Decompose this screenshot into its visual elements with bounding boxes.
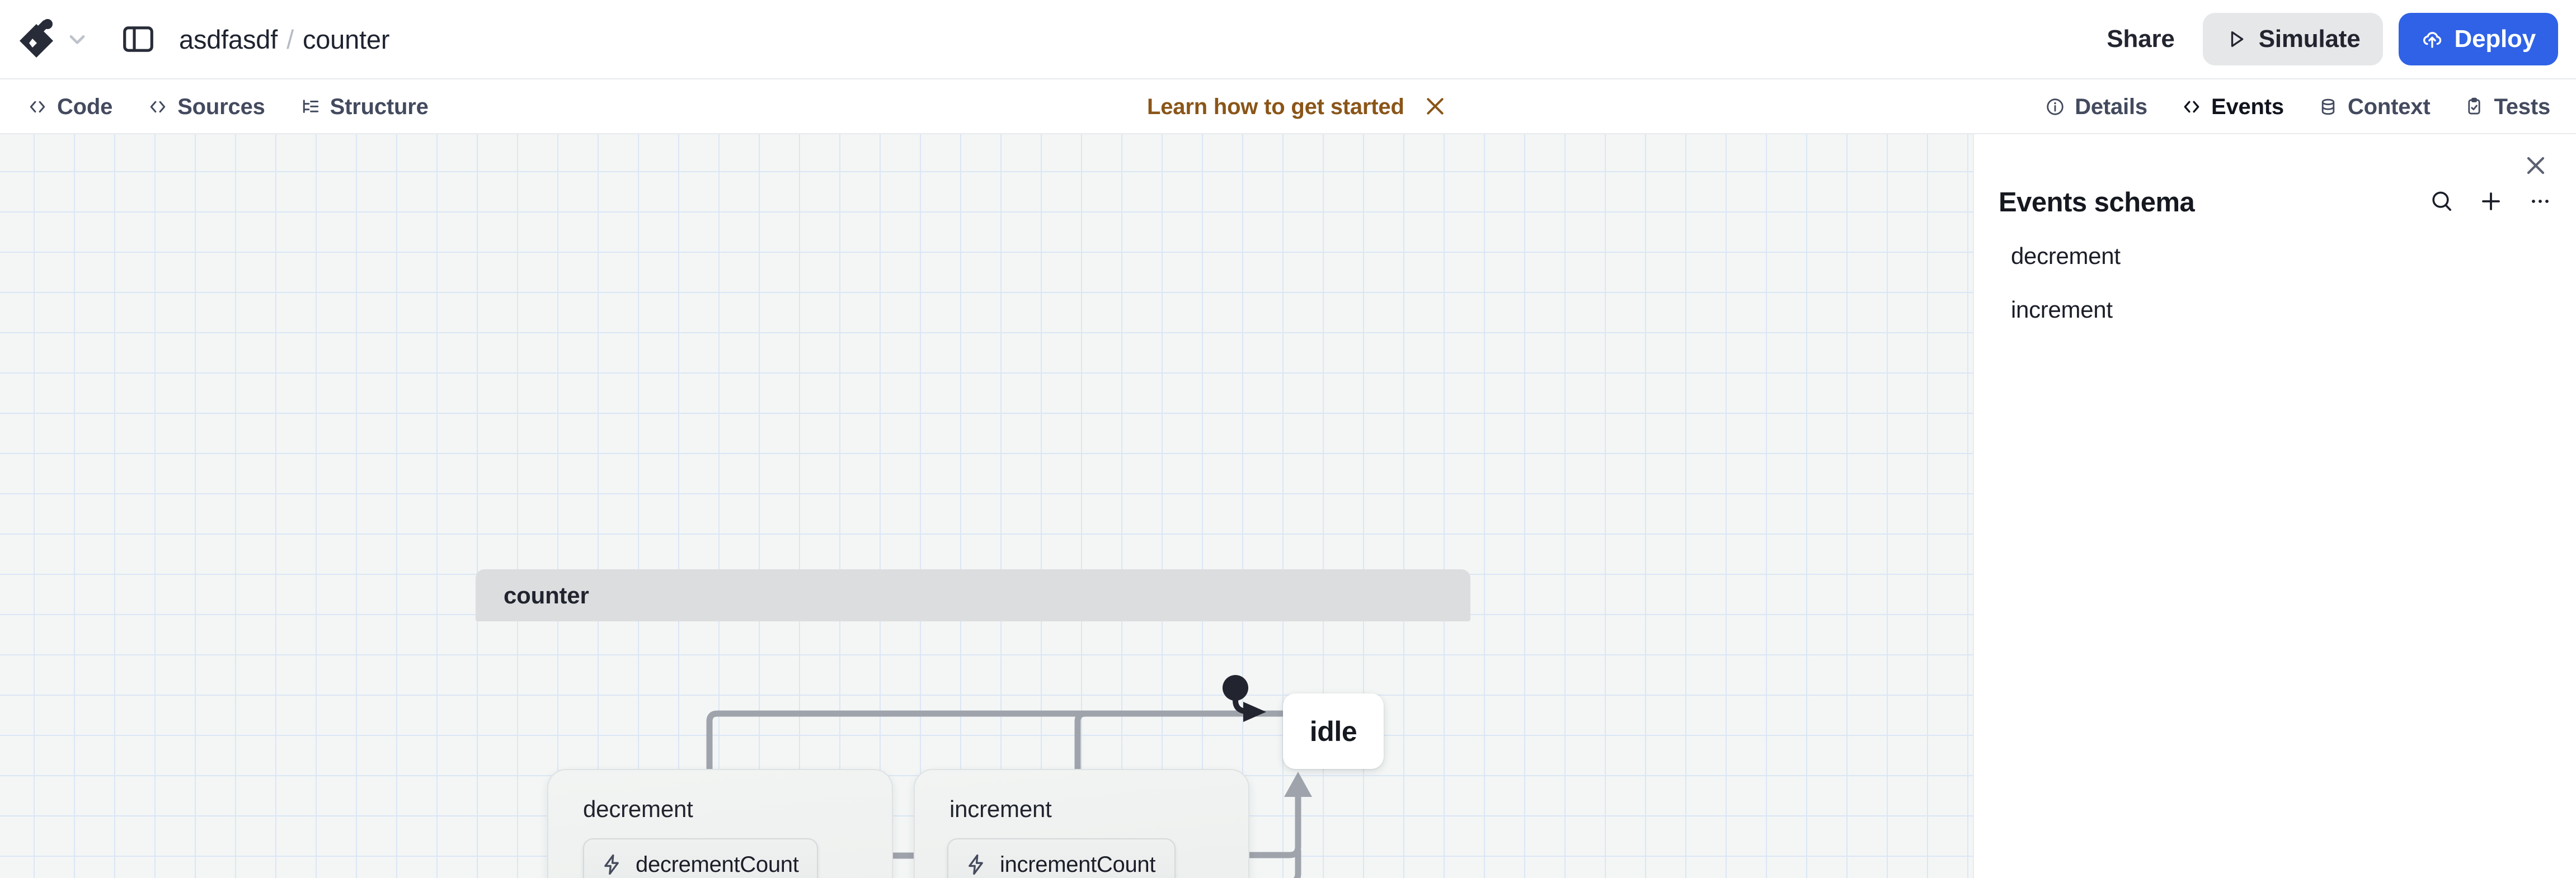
statechart-canvas[interactable]: counter idle decrement decrementCount Ne… <box>0 134 1973 878</box>
tab-tests-label: Tests <box>2494 94 2550 119</box>
get-started-link[interactable]: Learn how to get started <box>1147 94 1404 119</box>
breadcrumb: asdfasdf / counter <box>179 24 390 55</box>
events-panel-title: Events schema <box>1999 187 2195 218</box>
events-panel-close-button[interactable] <box>2517 147 2555 186</box>
events-more-button[interactable] <box>2525 186 2556 219</box>
tab-details-label: Details <box>2075 94 2147 119</box>
code-brackets-icon <box>2184 101 2199 113</box>
lightning-bolt-icon <box>604 854 619 875</box>
app-header: asdfasdf / counter Share Simulate Deploy <box>0 0 2576 79</box>
edge-increment-to-idle <box>1074 710 1283 770</box>
event-list-item-label: increment <box>2011 296 2113 323</box>
clipboard-check-icon <box>2468 97 2481 115</box>
database-icon <box>2321 98 2335 115</box>
state-node-decrement-label: decrement <box>583 796 693 822</box>
events-add-button[interactable] <box>2475 186 2507 219</box>
tab-details[interactable]: Details <box>2030 86 2162 129</box>
initial-state-dot <box>1223 675 1248 701</box>
plus-icon <box>2482 192 2500 210</box>
deploy-button-label: Deploy <box>2454 25 2536 53</box>
event-list-item-label: decrement <box>2011 243 2121 269</box>
breadcrumb-project[interactable]: counter <box>302 24 390 54</box>
action-chip-decrement-count[interactable]: decrementCount <box>583 838 818 878</box>
state-node-idle-label: idle <box>1309 715 1357 747</box>
chevron-down-icon[interactable] <box>65 27 90 51</box>
tab-tests[interactable]: Tests <box>2449 86 2565 129</box>
ellipsis-icon <box>2532 200 2549 203</box>
events-schema-list: decrement increment <box>1999 229 2560 337</box>
search-icon <box>2432 191 2451 211</box>
logo-group[interactable] <box>17 17 90 61</box>
edge-decrement-to-idle <box>706 710 1283 770</box>
tab-sources-label: Sources <box>177 94 265 119</box>
breadcrumb-separator: / <box>286 24 294 54</box>
tab-events-label: Events <box>2211 94 2284 119</box>
lightning-bolt-icon <box>969 854 983 875</box>
tab-events[interactable]: Events <box>2166 86 2298 129</box>
code-brackets-icon <box>30 101 45 113</box>
tab-structure[interactable]: Structure <box>285 86 443 129</box>
machine-node-counter[interactable]: counter <box>476 569 1470 621</box>
edge-arrowhead-idle-bottom <box>1284 772 1312 797</box>
state-node-increment[interactable]: increment incrementCount <box>914 769 1249 878</box>
cloud-upload-icon <box>2423 32 2441 48</box>
events-panel-actions <box>2426 186 2556 219</box>
edge-layer <box>706 675 1312 878</box>
share-button[interactable]: Share <box>2094 17 2187 61</box>
close-icon <box>2527 157 2545 174</box>
code-brackets-icon <box>150 101 166 113</box>
tab-bar: Code Sources Structure Learn how to get … <box>0 79 2576 134</box>
simulate-button[interactable]: Simulate <box>2202 13 2383 65</box>
events-search-button[interactable] <box>2426 186 2457 219</box>
action-chip-increment-count-label: incrementCount <box>1000 852 1156 877</box>
tab-code[interactable]: Code <box>12 86 127 129</box>
header-actions: Share Simulate Deploy <box>2094 13 2558 65</box>
get-started-close-button[interactable] <box>1419 90 1451 124</box>
tab-structure-label: Structure <box>330 94 429 119</box>
event-list-item-decrement[interactable]: decrement <box>1999 229 2560 283</box>
tab-sources[interactable]: Sources <box>133 86 279 129</box>
tab-group-left: Code Sources Structure <box>12 79 443 134</box>
edge-increment-right-lower <box>1293 850 1301 878</box>
deploy-button[interactable]: Deploy <box>2398 13 2558 65</box>
action-chip-increment-count[interactable]: incrementCount <box>947 838 1176 878</box>
panel-layout-icon[interactable] <box>121 22 156 56</box>
info-circle-icon <box>2047 98 2063 115</box>
breadcrumb-workspace[interactable]: asdfasdf <box>179 24 278 54</box>
play-icon <box>2231 31 2244 48</box>
stately-logo-icon[interactable] <box>17 17 56 61</box>
close-icon <box>1427 97 1444 115</box>
state-node-decrement[interactable]: decrement decrementCount New action <box>547 769 893 878</box>
initial-state-arrowhead <box>1243 702 1266 722</box>
events-panel-header: Events schema <box>1999 186 2556 219</box>
tab-context-label: Context <box>2347 94 2431 119</box>
tab-group-right: Details Events Context Tests <box>2030 79 2565 134</box>
action-chip-decrement-count-label: decrementCount <box>636 852 799 877</box>
tab-code-label: Code <box>57 94 113 119</box>
tab-context[interactable]: Context <box>2303 86 2445 129</box>
machine-node-title: counter <box>504 582 589 608</box>
state-node-increment-label: increment <box>949 796 1052 822</box>
get-started-banner: Learn how to get started <box>1147 79 1451 134</box>
events-panel: Events schema <box>1973 134 2576 878</box>
tree-structure-icon <box>303 100 318 114</box>
state-node-idle[interactable]: idle <box>1283 693 1384 769</box>
event-list-item-increment[interactable]: increment <box>1999 283 2560 337</box>
simulate-button-label: Simulate <box>2258 25 2361 53</box>
